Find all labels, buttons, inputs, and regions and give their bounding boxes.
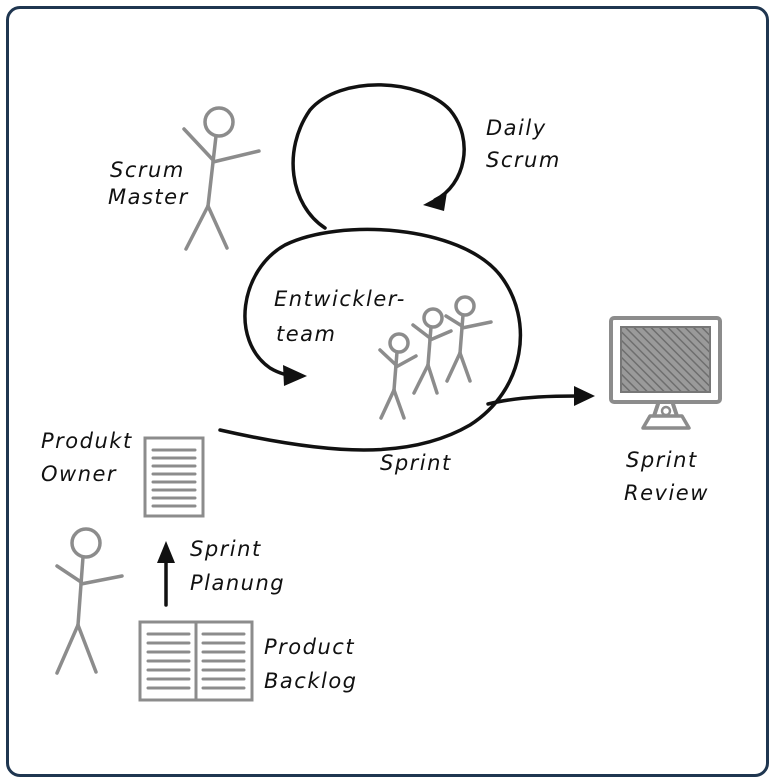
monitor-icon <box>609 316 722 430</box>
sprint-review-label: Sprint Review <box>624 448 709 505</box>
sprint-planning-label: Sprint Planung <box>190 537 285 595</box>
daily-scrum-label: Daily Scrum <box>486 116 561 172</box>
product-backlog-book-icon <box>138 620 254 702</box>
arrow-to-review <box>486 394 580 406</box>
arrow-to-review-head <box>574 386 595 406</box>
product-owner-label: Produkt Owner <box>41 429 141 486</box>
scrum-master-figure <box>182 106 261 251</box>
sprint-loop-arrowhead <box>283 365 307 386</box>
dev-team-label: Entwickler- team <box>274 287 414 346</box>
product-owner-figure <box>55 527 124 675</box>
dev-team-figures <box>378 295 493 420</box>
sprint-label: Sprint <box>380 451 452 475</box>
daily-scrum-loop <box>291 83 466 230</box>
sprint-planning-arrowhead <box>157 541 175 563</box>
sprint-loop <box>218 227 523 452</box>
product-owner-document-icon <box>143 436 205 518</box>
daily-scrum-arrowhead <box>423 192 447 211</box>
scrum-master-label: Scrum Master <box>108 158 193 209</box>
product-backlog-label: Product Backlog <box>264 635 363 693</box>
